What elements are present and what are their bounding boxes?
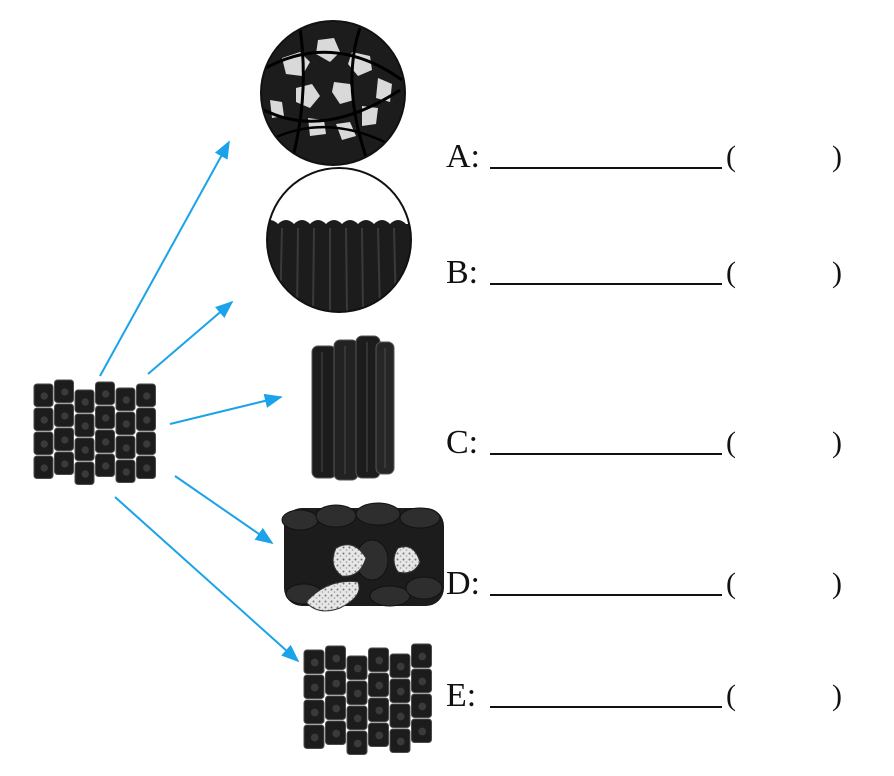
paren-open: ( xyxy=(726,426,736,459)
cell-nucleus xyxy=(375,731,384,740)
arrow-to-d xyxy=(174,475,274,545)
cell-nucleus xyxy=(310,658,319,667)
cell-nucleus xyxy=(40,416,48,424)
label-letter: E: xyxy=(446,677,477,714)
connective-tissue-icon xyxy=(281,502,444,612)
cell-nucleus xyxy=(332,704,341,713)
label-row-b: B: ( ) xyxy=(0,253,894,293)
cell-nucleus xyxy=(143,392,151,400)
cell-nucleus xyxy=(81,422,89,430)
paren-close: ) xyxy=(832,426,842,459)
cell-nucleus xyxy=(310,708,319,717)
label-letter: D: xyxy=(446,565,480,602)
cell-nucleus xyxy=(353,714,362,723)
cell-nucleus xyxy=(122,444,130,452)
cell-nucleus xyxy=(396,737,405,746)
cell-nucleus xyxy=(40,464,48,472)
epithelial-cell-block-icon xyxy=(303,643,432,755)
arrow-to-b xyxy=(147,300,234,375)
cell-nucleus xyxy=(375,656,384,665)
cell-nucleus xyxy=(353,664,362,673)
cell-nucleus xyxy=(310,683,319,692)
cell-nucleus xyxy=(375,681,384,690)
label-row-e: E: ( ) xyxy=(0,676,894,716)
cell-nucleus xyxy=(418,727,427,736)
muscle-tissue-icon xyxy=(311,335,395,481)
cell-nucleus xyxy=(396,712,405,721)
answer-slot[interactable] xyxy=(748,680,826,712)
cell-nucleus xyxy=(102,438,110,446)
nervous-tissue-icon xyxy=(260,20,406,166)
label-row-c: C: ( ) xyxy=(0,423,894,463)
answer-slot[interactable] xyxy=(748,257,826,289)
cell-nucleus xyxy=(102,390,110,398)
label-row-d: D: ( ) xyxy=(0,564,894,604)
answer-blank[interactable] xyxy=(490,594,722,596)
cell-nucleus xyxy=(332,654,341,663)
answer-slot[interactable] xyxy=(748,568,826,600)
paren-open: ( xyxy=(726,256,736,289)
cell-nucleus xyxy=(81,470,89,478)
arrow-to-a xyxy=(99,140,230,377)
cell-nucleus xyxy=(61,412,69,420)
cell-nucleus xyxy=(143,416,151,424)
source-cell-block-icon xyxy=(33,379,156,485)
cell-nucleus xyxy=(353,689,362,698)
paren-close: ) xyxy=(832,140,842,173)
cell-nucleus xyxy=(61,460,69,468)
cell-nucleus xyxy=(81,398,89,406)
paren-open: ( xyxy=(726,679,736,712)
label-row-a: A: ( ) xyxy=(0,137,894,177)
cell-nucleus xyxy=(396,687,405,696)
paren-close: ) xyxy=(832,256,842,289)
label-letter: B: xyxy=(446,254,479,291)
cell-nucleus xyxy=(40,440,48,448)
cell-nucleus xyxy=(122,396,130,404)
paren-open: ( xyxy=(726,140,736,173)
paren-close: ) xyxy=(832,567,842,600)
cell-nucleus xyxy=(143,440,151,448)
cell-nucleus xyxy=(102,414,110,422)
cell-nucleus xyxy=(396,662,405,671)
answer-slot[interactable] xyxy=(748,427,826,459)
paren-close: ) xyxy=(832,679,842,712)
label-letter: C: xyxy=(446,424,479,461)
cell-nucleus xyxy=(375,706,384,715)
cell-nucleus xyxy=(332,679,341,688)
cell-nucleus xyxy=(353,739,362,748)
arrow-to-c xyxy=(169,393,283,425)
cell-nucleus xyxy=(81,446,89,454)
differentiation-arrows xyxy=(99,140,300,663)
cell-nucleus xyxy=(143,464,151,472)
cell-nucleus xyxy=(418,702,427,711)
cell-nucleus xyxy=(40,392,48,400)
answer-blank[interactable] xyxy=(490,283,722,285)
answer-blank[interactable] xyxy=(490,453,722,455)
answer-blank[interactable] xyxy=(490,167,722,169)
arrow-to-e xyxy=(114,496,300,663)
answer-blank[interactable] xyxy=(490,706,722,708)
cell-nucleus xyxy=(102,462,110,470)
cell-nucleus xyxy=(332,729,341,738)
cell-nucleus xyxy=(61,388,69,396)
cell-nucleus xyxy=(122,420,130,428)
label-letter: A: xyxy=(446,138,480,175)
cell-nucleus xyxy=(122,468,130,476)
cell-nucleus xyxy=(418,677,427,686)
cell-nucleus xyxy=(310,733,319,742)
paren-open: ( xyxy=(726,567,736,600)
cell-nucleus xyxy=(61,436,69,444)
cell-nucleus xyxy=(418,652,427,661)
answer-slot[interactable] xyxy=(748,141,826,173)
